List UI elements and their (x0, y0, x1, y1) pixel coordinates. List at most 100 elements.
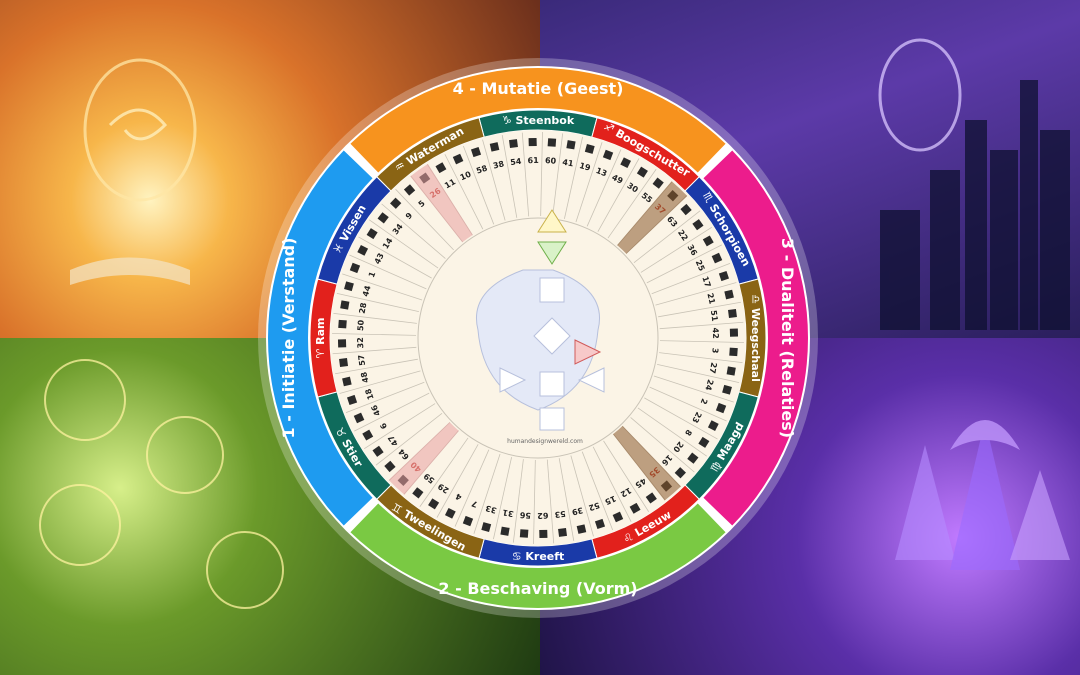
spleen-center (499, 367, 527, 393)
hexagram-icon (652, 177, 664, 189)
gate-spoke (592, 446, 632, 522)
gate-number: 50 (356, 319, 366, 331)
hexagram-icon (500, 526, 510, 536)
hexagram-icon (462, 515, 474, 527)
gate-spoke (564, 136, 583, 219)
book-icon (70, 257, 190, 285)
hexagram-icon (528, 137, 537, 147)
hexagram-icon (338, 319, 347, 329)
gate-number: 43 (373, 252, 386, 266)
hexagram-icon (435, 162, 447, 174)
gate-spoke (533, 459, 536, 544)
gate-number: 58 (475, 163, 489, 175)
couple-circle-icon (44, 359, 126, 441)
gate-number: 15 (603, 494, 617, 507)
gate-number: 31 (501, 508, 514, 519)
hexagram-icon (444, 507, 456, 519)
gate-spoke (332, 346, 417, 355)
hexagram-icon (729, 347, 738, 357)
hexagram-icon (620, 157, 632, 169)
sign-label: ♎ Weegschaal (749, 294, 762, 382)
gate-number: 39 (571, 505, 584, 516)
hexagram-icon (566, 140, 576, 150)
gate-number: 10 (459, 169, 473, 182)
hexagram-icon (339, 358, 349, 367)
gate-spoke (473, 453, 501, 534)
quadrant-bottom (350, 503, 726, 608)
gate-number: 57 (357, 354, 367, 366)
hexagram-icon (519, 529, 529, 538)
hexagram-icon (347, 394, 358, 406)
gate-number: 62 (537, 511, 548, 520)
hexagram-icon (718, 270, 729, 282)
gate-spoke (339, 370, 421, 394)
hexagram-icon (724, 289, 734, 300)
gate-spoke (454, 449, 490, 527)
gate-number: 42 (711, 327, 720, 338)
background-decor (39, 38, 1070, 609)
gate-spoke (659, 321, 744, 330)
hexagram-icon (372, 445, 384, 457)
gate-spoke (558, 458, 575, 541)
head-center (537, 209, 567, 233)
gate-spoke (570, 455, 594, 537)
quadrant-left (268, 150, 373, 526)
heart-center (574, 339, 602, 365)
gate-spoke (630, 417, 695, 473)
gate-spoke (501, 135, 518, 218)
lotus-icon (950, 420, 1020, 450)
gate-spoke (336, 293, 419, 312)
gate-spoke (333, 312, 417, 324)
gate-spoke (658, 301, 741, 318)
crystal-icon-3 (1010, 470, 1070, 560)
gate-spoke (540, 132, 543, 217)
hexagram-icon (680, 203, 692, 216)
crystal-icon-2 (950, 420, 1020, 570)
hexagram-icon (674, 467, 686, 479)
gate-spoke (657, 364, 740, 383)
gate-spoke (436, 444, 479, 518)
hexagram-icon (340, 300, 350, 310)
city-skyline (880, 80, 1070, 330)
hexagram-icon (384, 460, 396, 473)
quadrant-label-top: 4 - Mutatie (Geest) (453, 79, 624, 98)
gate-number: 60 (545, 156, 557, 166)
gate-spoke (659, 340, 744, 343)
gate-spoke (607, 169, 657, 239)
family-circle-icon (39, 484, 121, 566)
gate-number: 27 (708, 362, 719, 374)
crystal-icon (895, 445, 955, 560)
gate-spoke (581, 451, 614, 531)
hexagram-icon (470, 147, 482, 158)
mandala-wheel: 4 - Mutatie (Geest)3 - Dualiteit (Relati… (266, 66, 810, 610)
gate-spoke (521, 132, 530, 217)
hexagram-icon (729, 328, 739, 337)
gate-spoke (462, 145, 495, 225)
gate-spoke (364, 403, 436, 450)
bodygraph: humandesignwereld.com (476, 209, 605, 445)
gate-spoke (354, 392, 430, 432)
gate-number: 48 (359, 371, 370, 384)
sign-label: ♈ Ram (314, 317, 327, 358)
gate-number: 18 (363, 387, 375, 401)
gate-number: 3 (710, 347, 719, 353)
gate-number: 25 (694, 259, 707, 273)
gate-spoke (512, 459, 524, 543)
hexagram-icon (344, 281, 354, 292)
hexagram-icon (727, 309, 737, 318)
gate-number: 51 (709, 310, 719, 323)
watermark: humandesignwereld.com (507, 438, 583, 445)
hexagram-icon (362, 429, 374, 441)
gate-spoke (335, 358, 418, 375)
gate-number: 52 (587, 500, 600, 512)
gate-spoke (546, 459, 555, 544)
hexagram-icon (629, 502, 641, 514)
head-silhouette-icon (83, 58, 197, 202)
sign-label: ♋ Kreeft (512, 550, 565, 563)
hexagram-icon (403, 184, 416, 196)
hexagram-icon (687, 452, 699, 464)
quadrant-label-bottom: 2 - Beschaving (Vorm) (438, 579, 637, 598)
hexagram-icon (353, 412, 365, 424)
gate-spoke (493, 457, 512, 540)
